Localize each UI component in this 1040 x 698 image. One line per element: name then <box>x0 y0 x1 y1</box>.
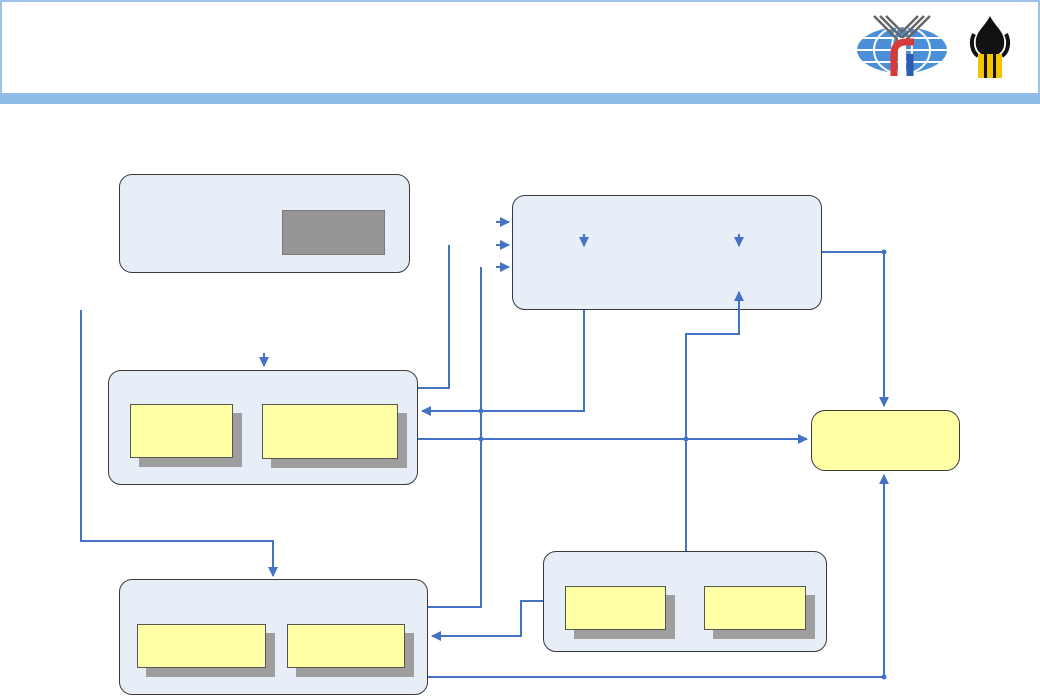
process-box <box>512 195 822 310</box>
junction-dot <box>478 436 484 442</box>
connector-process-to-left-mid <box>421 310 585 416</box>
bottom-left-note-b <box>287 624 405 668</box>
target-box <box>811 410 960 471</box>
connector-left-mid-to-process <box>418 245 450 389</box>
connector-bottom-right-to-process <box>685 291 744 551</box>
bottom-right-note-a <box>565 586 666 630</box>
junction-dot <box>881 249 887 255</box>
left-mid-note-a <box>130 404 233 458</box>
junction-dot <box>478 408 484 414</box>
source-gray-block <box>282 210 385 255</box>
bottom-left-note-a <box>137 624 266 668</box>
connector-process-to-target <box>822 251 889 407</box>
bottom-right-note-b <box>704 586 806 630</box>
flame-emblem-logo <box>966 14 1014 85</box>
header-band <box>0 93 1040 104</box>
connector-left-rail <box>80 310 278 577</box>
globe-emblem-logo <box>854 14 950 87</box>
connector-bottom-right-to-bottom-left <box>431 600 543 641</box>
connector-bottom-left-to-target <box>428 474 889 678</box>
connector-bottom-left-to-process <box>428 267 482 608</box>
junction-dot <box>683 436 689 442</box>
junction-dot <box>881 674 887 680</box>
left-mid-note-b <box>262 404 398 459</box>
